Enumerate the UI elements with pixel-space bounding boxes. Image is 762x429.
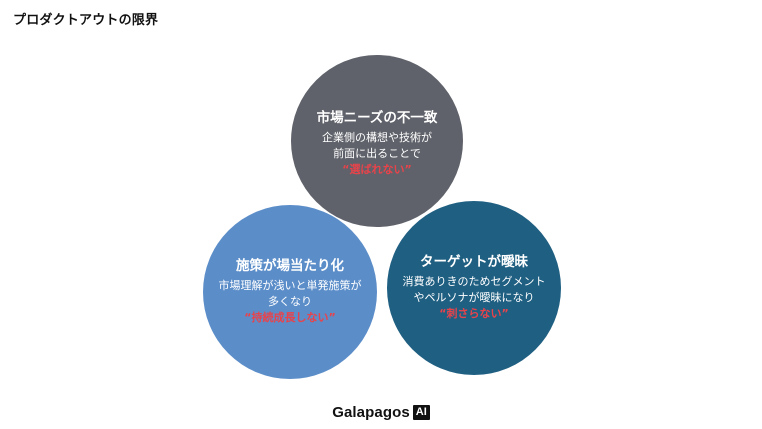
logo-text: Galapagos bbox=[332, 404, 410, 421]
circle-title: 施策が場当たり化 bbox=[236, 258, 344, 275]
circle-market-needs-mismatch: 市場ニーズの不一致 企業側の構想や技術が 前面に出ることで “選ばれない” bbox=[291, 55, 463, 227]
circle-title: ターゲットが曖昧 bbox=[420, 254, 528, 271]
logo-ai-badge: AI bbox=[412, 405, 430, 420]
circle-desc-line: 前面に出ることで bbox=[333, 146, 421, 160]
circle-desc-line: 企業側の構想や技術が bbox=[322, 131, 432, 145]
circle-ambiguous-target: ターゲットが曖昧 消費ありきのためセグメント やペルソナが曖昧になり “刺さらな… bbox=[387, 201, 561, 375]
circle-adhoc-measures: 施策が場当たり化 市場理解が浅いと単発施策が 多くなり “持続成長しない” bbox=[203, 205, 377, 379]
circle-desc-line: 市場理解が浅いと単発施策が bbox=[218, 279, 362, 293]
page-title: プロダクトアウトの限界 bbox=[13, 13, 159, 28]
galapagos-ai-logo: Galapagos AI bbox=[0, 404, 762, 421]
circle-desc-line: 多くなり bbox=[268, 294, 312, 308]
circle-highlight: “持続成長しない” bbox=[244, 310, 336, 324]
circle-title: 市場ニーズの不一致 bbox=[316, 110, 438, 127]
circle-highlight: “選ばれない” bbox=[342, 162, 412, 176]
circle-highlight: “刺さらない” bbox=[439, 306, 509, 320]
circle-desc-line: やペルソナが曖昧になり bbox=[413, 290, 535, 304]
circle-desc-line: 消費ありきのためセグメント bbox=[402, 275, 546, 289]
